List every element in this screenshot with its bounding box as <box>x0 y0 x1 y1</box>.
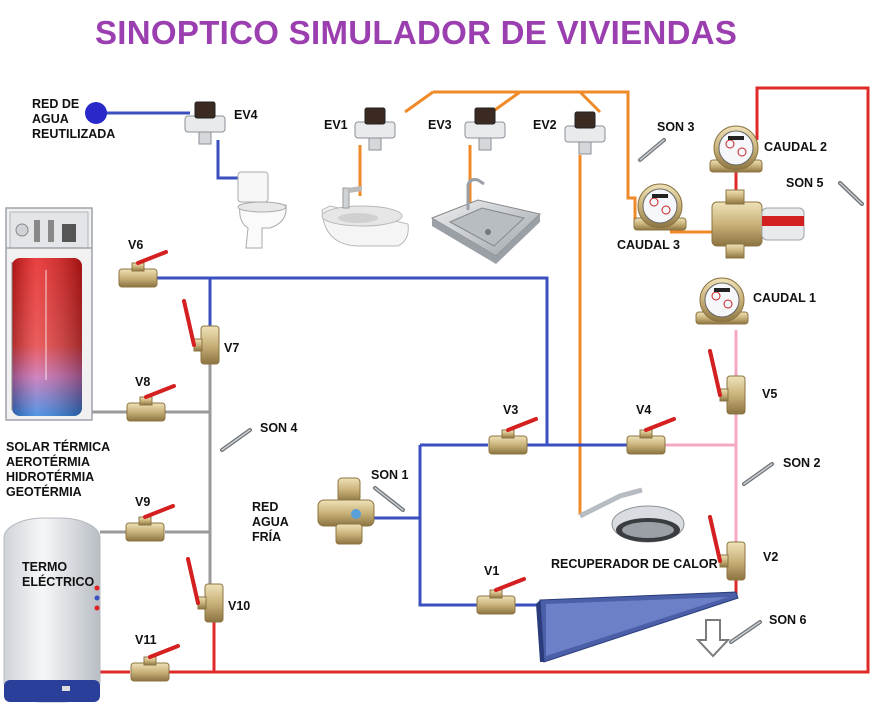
son3-label: SON 3 <box>657 120 695 134</box>
v5-ball-valve-icon[interactable] <box>708 349 746 415</box>
son5-temperature-sensor-icon <box>838 181 864 206</box>
ev2-solenoid-valve-icon[interactable] <box>564 111 606 155</box>
heat-recovery-tray <box>536 591 739 663</box>
v8-label: V8 <box>135 375 151 389</box>
electric-heater-label: TERMO ELÉCTRICO <box>22 560 95 589</box>
shower-head-icon <box>578 487 685 543</box>
pressure-reducer-icon <box>317 477 375 545</box>
washbasin-icon <box>321 186 409 247</box>
ev2-label: EV2 <box>533 118 557 132</box>
v3-label: V3 <box>503 403 519 417</box>
v10-ball-valve-icon[interactable] <box>186 557 224 623</box>
return-gray-pipes <box>90 360 212 590</box>
solar-storage-tank <box>5 207 93 421</box>
v3-ball-valve-icon[interactable] <box>488 417 538 455</box>
son2-temperature-sensor-icon <box>742 462 774 486</box>
mixed-water-pipe <box>665 330 738 545</box>
reused-water-network-label: RED DE AGUA REUTILIZADA <box>32 97 116 141</box>
caudal3-label: CAUDAL 3 <box>617 238 680 252</box>
cold-water-pipes <box>152 276 630 607</box>
v4-label: V4 <box>636 403 652 417</box>
v5-label: V5 <box>762 387 778 401</box>
v2-label: V2 <box>763 550 779 564</box>
son1-temperature-sensor-icon <box>373 486 405 512</box>
caudal1-label: CAUDAL 1 <box>753 291 816 305</box>
v7-ball-valve-icon[interactable] <box>182 299 220 365</box>
caudal2-flow-meter-icon <box>709 125 763 173</box>
toilet-icon <box>237 171 287 249</box>
caudal2-label: CAUDAL 2 <box>764 140 827 154</box>
son3-temperature-sensor-icon <box>638 138 666 162</box>
v4-ball-valve-icon[interactable] <box>626 417 676 455</box>
v6-label: V6 <box>128 238 144 252</box>
v7-label: V7 <box>224 341 240 355</box>
electric-water-heater <box>3 517 101 703</box>
v9-label: V9 <box>135 495 151 509</box>
son1-label: SON 1 <box>371 468 409 482</box>
v9-ball-valve-icon[interactable] <box>125 504 175 542</box>
reused-water-source-icon <box>85 102 107 124</box>
v2-ball-valve-icon[interactable] <box>708 515 746 581</box>
hot-supply-orange-pipes <box>358 90 712 515</box>
son2-label: SON 2 <box>783 456 821 470</box>
caudal3-flow-meter-icon <box>633 183 687 231</box>
reused-water-pipe <box>98 111 238 180</box>
v11-ball-valve-icon[interactable] <box>130 644 180 682</box>
v8-ball-valve-icon[interactable] <box>126 384 176 422</box>
son5-label: SON 5 <box>786 176 824 190</box>
ev4-label: EV4 <box>234 108 258 122</box>
son4-label: SON 4 <box>260 421 298 435</box>
ev4-solenoid-valve-icon[interactable] <box>184 101 226 145</box>
son6-temperature-sensor-icon <box>729 620 762 644</box>
v1-label: V1 <box>484 564 500 578</box>
thermostatic-mixer-icon <box>711 189 805 259</box>
caudal1-flow-meter-icon <box>695 277 749 325</box>
drain-arrow-icon <box>695 619 731 658</box>
son6-label: SON 6 <box>769 613 807 627</box>
v1-ball-valve-icon[interactable] <box>476 577 526 615</box>
son4-temperature-sensor-icon <box>220 428 252 452</box>
ev1-solenoid-valve-icon[interactable] <box>354 107 396 151</box>
heat-recovery-label: RECUPERADOR DE CALOR <box>551 557 718 571</box>
kitchen-sink-icon <box>430 178 542 264</box>
v6-ball-valve-icon[interactable] <box>118 250 168 288</box>
ev3-label: EV3 <box>428 118 452 132</box>
page-title: SINOPTICO SIMULADOR DE VIVIENDAS <box>95 14 738 51</box>
v11-label: V11 <box>135 633 157 647</box>
v10-label: V10 <box>228 599 251 613</box>
renewable-sources-label: SOLAR TÉRMICA AEROTÉRMIA HIDROTÉRMIA GEO… <box>6 440 111 499</box>
ev3-solenoid-valve-icon[interactable] <box>464 107 506 151</box>
ev1-label: EV1 <box>324 118 348 132</box>
cold-water-network-label: RED AGUA FRÍA <box>252 500 289 544</box>
